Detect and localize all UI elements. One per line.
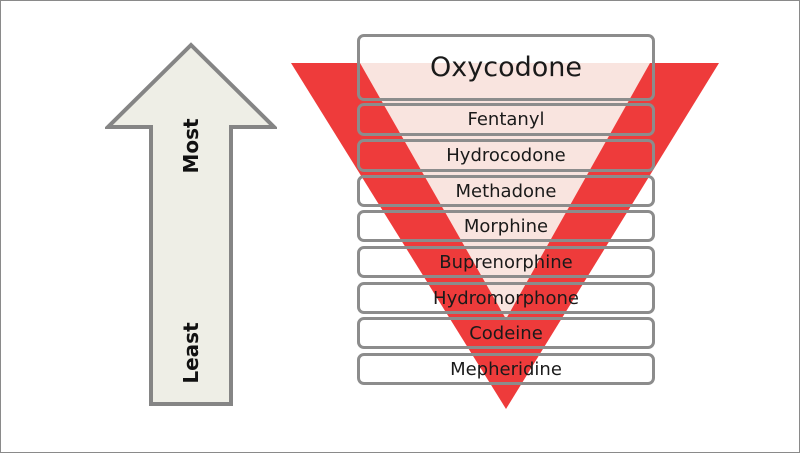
up-arrow-icon <box>105 42 277 406</box>
drug-box-hydrocodone: Hydrocodone <box>357 139 655 172</box>
drug-box-mepheridine: Mepheridine <box>357 353 655 385</box>
drug-box-oxycodone: Oxycodone <box>357 34 655 101</box>
drug-box-buprenorphine: Buprenorphine <box>357 246 655 278</box>
funnel-light-triangle <box>360 63 650 319</box>
drug-box-fentanyl: Fentanyl <box>357 103 655 136</box>
drug-box-methadone: Methadone <box>357 175 655 207</box>
drug-box-morphine: Morphine <box>357 210 655 242</box>
drug-box-codeine: Codeine <box>357 317 655 349</box>
up-arrow-shape <box>105 42 277 406</box>
drug-box-hydromorphone: Hydromorphone <box>357 282 655 314</box>
